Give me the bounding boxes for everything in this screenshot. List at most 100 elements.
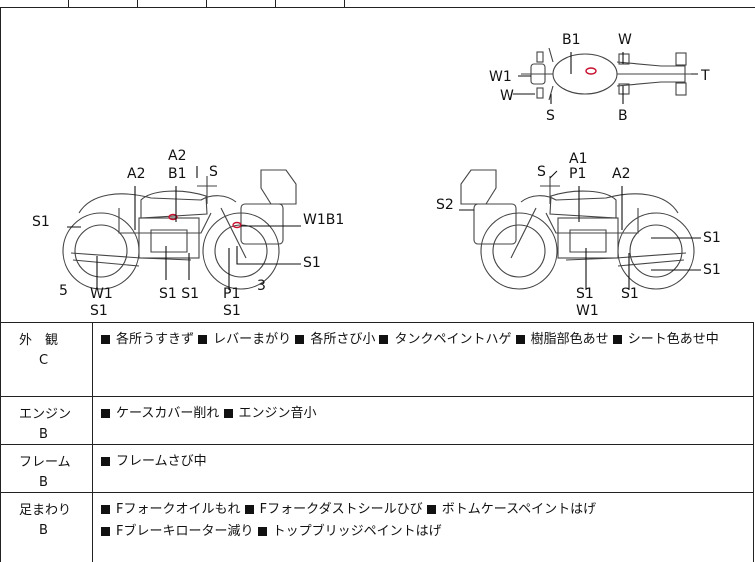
condition-item: トップブリッジペイントはげ: [257, 524, 442, 539]
bullet-square-icon: [295, 334, 305, 344]
condition-item-text: シート色あせ中: [627, 332, 719, 347]
condition-item: ケースカバー削れ: [101, 406, 219, 421]
label-left-S1-a: S1: [90, 303, 108, 319]
condition-item: 各所さび小: [295, 332, 375, 347]
condition-item: タンクペイントハゲ: [379, 332, 511, 347]
condition-item: ボトムケースペイントはげ: [426, 502, 597, 517]
right-side-motorcycle: [460, 169, 695, 290]
left-side-motorcycle: [62, 169, 297, 290]
condition-item: エンジン音小: [223, 406, 317, 421]
bullet-square-icon: [198, 334, 208, 344]
bullet-square-icon: [101, 456, 110, 466]
label-right-A2: A2: [612, 166, 630, 182]
condition-items: ケースカバー削れ エンジン音小: [101, 403, 749, 425]
condition-item-text: 各所さび小: [310, 332, 376, 347]
label-left-W1B1: W1B1: [303, 212, 344, 228]
bullet-square-icon: [101, 334, 110, 344]
bullet-square-icon: [515, 334, 525, 344]
category-cell: 外 観 C: [1, 323, 93, 396]
label-left-S1S1: S1 S1: [159, 286, 199, 302]
category-grade: C: [39, 353, 49, 368]
label-right-S1-a: S1: [576, 286, 594, 302]
table-cell: [206, 0, 276, 7]
condition-item-text: トップブリッジペイントはげ: [272, 524, 442, 539]
top-view-motorcycle: [521, 47, 691, 101]
category-grade: B: [39, 523, 48, 538]
condition-item: 各所うすきず: [101, 332, 194, 347]
label-top-W1: W1: [489, 69, 512, 85]
category-cell: フレーム B: [1, 445, 93, 492]
label-left-S1-rear: S1: [303, 255, 321, 271]
damage-mark: [585, 67, 597, 75]
label-top-B: B: [618, 108, 628, 124]
condition-items: フレームさび中: [101, 451, 749, 473]
condition-item-text: エンジン音小: [238, 406, 317, 421]
category-cell: エンジン B: [1, 397, 93, 444]
condition-item-text: ケースカバー削れ: [116, 406, 220, 421]
condition-item: フレームさび中: [101, 454, 207, 469]
condition-item-text: 樹脂部色あせ: [530, 332, 609, 347]
damage-mark: [232, 221, 242, 229]
condition-row-engine: エンジン B ケースカバー削れ エンジン音小: [0, 396, 754, 444]
label-left-W1: W1: [90, 286, 113, 302]
condition-item: レバーまがり: [198, 332, 291, 347]
condition-item: Fフォークダストシールひび: [244, 502, 423, 517]
table-cell: [68, 0, 138, 7]
bullet-square-icon: [379, 334, 389, 344]
label-top-T: T: [700, 68, 710, 84]
label-top-S: S: [546, 108, 555, 124]
condition-item-text: Fブレーキローター減り: [116, 524, 254, 539]
label-right-S1-upper: S1: [703, 230, 721, 246]
label-left-A2: A2: [127, 166, 145, 182]
bullet-square-icon: [244, 504, 254, 514]
condition-item-text: Fフォークオイルもれ: [116, 502, 241, 517]
label-right-S1-lower: S1: [703, 262, 721, 278]
label-left-A2-upper: A2: [168, 148, 186, 164]
condition-item: シート色あせ中: [612, 332, 719, 347]
label-left-S1-front: S1: [32, 214, 50, 230]
condition-item: 樹脂部色あせ: [515, 332, 609, 347]
condition-item-text: レバーまがり: [213, 332, 292, 347]
label-right-S1-b: S1: [621, 286, 639, 302]
bullet-square-icon: [101, 504, 110, 514]
table-cell: [0, 0, 69, 7]
category-name: 外 観: [19, 333, 59, 348]
condition-items: 各所うすきず レバーまがり 各所さび小 タンクペイントハゲ 樹脂部色あせ シート…: [101, 329, 749, 351]
condition-item: Fブレーキローター減り: [101, 524, 253, 539]
condition-row-exterior: 外 観 C 各所うすきず レバーまがり 各所さび小 タンクペイントハゲ 樹脂部色…: [0, 322, 754, 396]
condition-row-frame: フレーム B フレームさび中: [0, 444, 754, 492]
bullet-square-icon: [426, 504, 436, 514]
category-grade: B: [39, 427, 48, 442]
label-left-3: 3: [257, 278, 266, 294]
label-right-S: S: [537, 164, 546, 180]
label-top-W: W: [618, 32, 632, 48]
table-cell: [275, 0, 345, 7]
label-left-S1-b: S1: [223, 303, 241, 319]
condition-items: Fフォークオイルもれ Fフォークダストシールひび ボトムケースペイントはげ Fブ…: [101, 499, 749, 543]
condition-item-text: Fフォークダストシールひび: [259, 502, 423, 517]
condition-item-text: フレームさび中: [116, 454, 207, 469]
label-left-P1: P1: [223, 286, 240, 302]
label-right-S2: S2: [436, 197, 454, 213]
label-right-W1: W1: [576, 303, 599, 319]
damage-diagram: B1 W W1 W T S B A2 B1 S A2 S1 W1B1 S1 5 …: [0, 8, 755, 322]
damage-mark: [168, 213, 178, 221]
bullet-square-icon: [101, 408, 110, 418]
previous-table-row: [0, 0, 755, 8]
condition-item-text: ボトムケースペイントはげ: [441, 502, 597, 517]
condition-item-text: タンクペイントハゲ: [394, 332, 512, 347]
category-cell: 足まわり B: [1, 493, 93, 562]
category-grade: B: [39, 475, 48, 490]
category-name: フレーム: [19, 455, 71, 470]
label-left-5: 5: [59, 283, 68, 299]
condition-item: Fフォークオイルもれ: [101, 502, 240, 517]
label-top-B1: B1: [562, 32, 581, 48]
bullet-square-icon: [101, 526, 110, 536]
label-left-S: S: [209, 164, 218, 180]
category-name: 足まわり: [19, 503, 72, 518]
label-right-A1: A1: [569, 151, 587, 167]
motorcycle-diagram-svg: B1 W W1 W T S B A2 B1 S A2 S1 W1B1 S1 5 …: [32, 32, 721, 319]
category-name: エンジン: [19, 407, 72, 422]
table-cell: [137, 0, 207, 7]
